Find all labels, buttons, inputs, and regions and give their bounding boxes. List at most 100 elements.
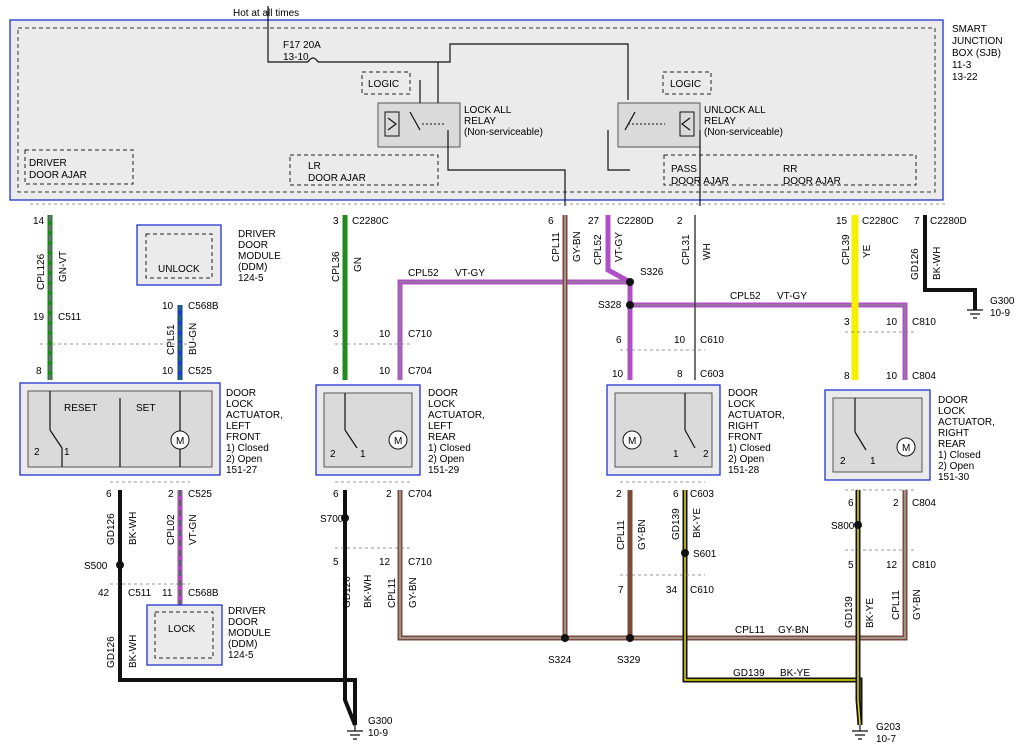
svg-text:M: M (628, 436, 636, 447)
svg-text:WH: WH (702, 243, 713, 260)
splice-s329: S329 (617, 655, 641, 666)
lock-all-relay-2: RELAY (464, 116, 496, 127)
splice-s700: S700 (320, 514, 344, 525)
svg-text:C568B: C568B (188, 301, 219, 312)
svg-text:C525: C525 (188, 366, 212, 377)
svg-text:7: 7 (914, 216, 920, 227)
svg-text:M: M (394, 436, 402, 447)
svg-text:10: 10 (886, 317, 898, 328)
act-rr-t5: REAR (938, 439, 966, 450)
svg-text:CPL39: CPL39 (841, 234, 852, 265)
svg-text:7: 7 (618, 585, 624, 596)
svg-text:2: 2 (677, 216, 683, 227)
ddm-bottom-text-3: MODULE (228, 628, 271, 639)
svg-text:C804: C804 (912, 498, 936, 509)
svg-text:BK-WH: BK-WH (128, 635, 139, 668)
set-label: SET (136, 403, 155, 414)
svg-text:5: 5 (848, 560, 854, 571)
ground-g300-bottom-ref: 10-9 (368, 728, 388, 739)
svg-text:6: 6 (673, 489, 679, 500)
svg-text:11: 11 (162, 588, 173, 599)
svg-text:M: M (902, 443, 910, 454)
svg-text:3: 3 (333, 329, 339, 340)
ground-g203: G203 (876, 722, 901, 733)
svg-text:CPL126: CPL126 (36, 253, 47, 290)
svg-text:27: 27 (588, 216, 600, 227)
svg-text:VT-GN: VT-GN (188, 514, 199, 545)
svg-text:BK-WH: BK-WH (363, 575, 374, 608)
svg-text:C511: C511 (128, 588, 152, 599)
svg-text:10: 10 (612, 369, 624, 380)
svg-text:1: 1 (673, 449, 679, 460)
svg-text:CPL02: CPL02 (166, 514, 177, 545)
svg-text:CPL11: CPL11 (735, 625, 765, 636)
svg-text:C2280C: C2280C (352, 216, 389, 227)
sjb-title-3: BOX (SJB) (952, 48, 1001, 59)
ddm-bottom-label: LOCK (168, 624, 196, 635)
act-rr-t4: RIGHT (938, 428, 969, 439)
svg-text:C603: C603 (700, 369, 724, 380)
act-rr-t7: 2) Open (938, 461, 974, 472)
act-rf-t1: DOOR (728, 388, 758, 399)
svg-text:GY-BN: GY-BN (912, 589, 923, 620)
act-lr-t8: 151-29 (428, 465, 460, 476)
ddm-top-text-2: DOOR (238, 240, 268, 251)
svg-text:1: 1 (360, 449, 366, 460)
act-rf-t3: ACTUATOR, (728, 410, 785, 421)
wires (47, 215, 977, 726)
unlock-all-relay-2: RELAY (704, 116, 736, 127)
logic-label-right: LOGIC (670, 79, 701, 90)
act-rr-t8: 151-30 (938, 472, 970, 483)
svg-text:34: 34 (666, 585, 678, 596)
svg-text:GD139: GD139 (844, 596, 855, 628)
splices: S326 S328 S324 S329 S500 S700 S601 S800 (84, 267, 862, 666)
svg-text:GY-BN: GY-BN (637, 519, 648, 550)
svg-text:GD126: GD126 (106, 636, 117, 668)
svg-text:GD126: GD126 (342, 576, 353, 608)
ddm-top-label: UNLOCK (158, 264, 200, 275)
act-lf-t1: DOOR (226, 388, 256, 399)
svg-text:6: 6 (848, 498, 854, 509)
ground-g203-ref: 10-7 (876, 734, 896, 745)
pass-door-ajar-1: PASS (671, 164, 697, 175)
ddm-top: UNLOCK DRIVER DOOR MODULE (DDM) 124-5 (136, 224, 281, 286)
smart-junction-box: SMART JUNCTION BOX (SJB) 11-3 13-22 Hot … (9, 6, 1003, 206)
svg-text:C704: C704 (408, 489, 432, 500)
svg-text:6: 6 (548, 216, 554, 227)
svg-text:19: 19 (33, 312, 45, 323)
svg-text:CPL11: CPL11 (387, 578, 398, 608)
logic-label-left: LOGIC (368, 79, 399, 90)
svg-text:GN-VT: GN-VT (58, 251, 69, 282)
svg-text:C804: C804 (912, 371, 936, 382)
svg-text:8: 8 (844, 371, 850, 382)
svg-text:2: 2 (34, 447, 40, 458)
svg-text:BK-WH: BK-WH (932, 247, 943, 280)
svg-text:GY-BN: GY-BN (572, 231, 583, 262)
ground-g300-top-ref: 10-9 (990, 308, 1010, 319)
act-lr-t1: DOOR (428, 388, 458, 399)
svg-text:10: 10 (162, 366, 174, 377)
sjb-title-1: SMART (952, 24, 987, 35)
actuator-left-rear: M DOOR LOCK ACTUATOR, LEFT REAR 1) Close… (315, 384, 485, 476)
svg-text:CPL11: CPL11 (891, 590, 902, 620)
svg-text:2: 2 (703, 449, 709, 460)
unlock-all-relay-3: (Non-serviceable) (704, 127, 783, 138)
act-lf-t7: 2) Open (226, 454, 262, 465)
svg-text:C511: C511 (58, 312, 82, 323)
svg-text:6: 6 (333, 489, 339, 500)
ddm-top-text-1: DRIVER (238, 229, 276, 240)
ddm-bottom-text-2: DOOR (228, 617, 258, 628)
svg-text:8: 8 (677, 369, 683, 380)
act-lf-t2: LOCK (226, 399, 254, 410)
svg-text:C704: C704 (408, 366, 432, 377)
svg-text:VT-GY: VT-GY (614, 232, 625, 262)
act-rf-t7: 2) Open (728, 454, 764, 465)
svg-text:CPL11: CPL11 (616, 520, 627, 550)
act-rr-t6: 1) Closed (938, 450, 981, 461)
svg-text:CPL36: CPL36 (331, 251, 342, 282)
ground-g300-top: G300 (990, 296, 1015, 307)
svg-text:8: 8 (36, 366, 42, 377)
svg-text:GY-BN: GY-BN (778, 625, 809, 636)
svg-text:C810: C810 (912, 560, 936, 571)
